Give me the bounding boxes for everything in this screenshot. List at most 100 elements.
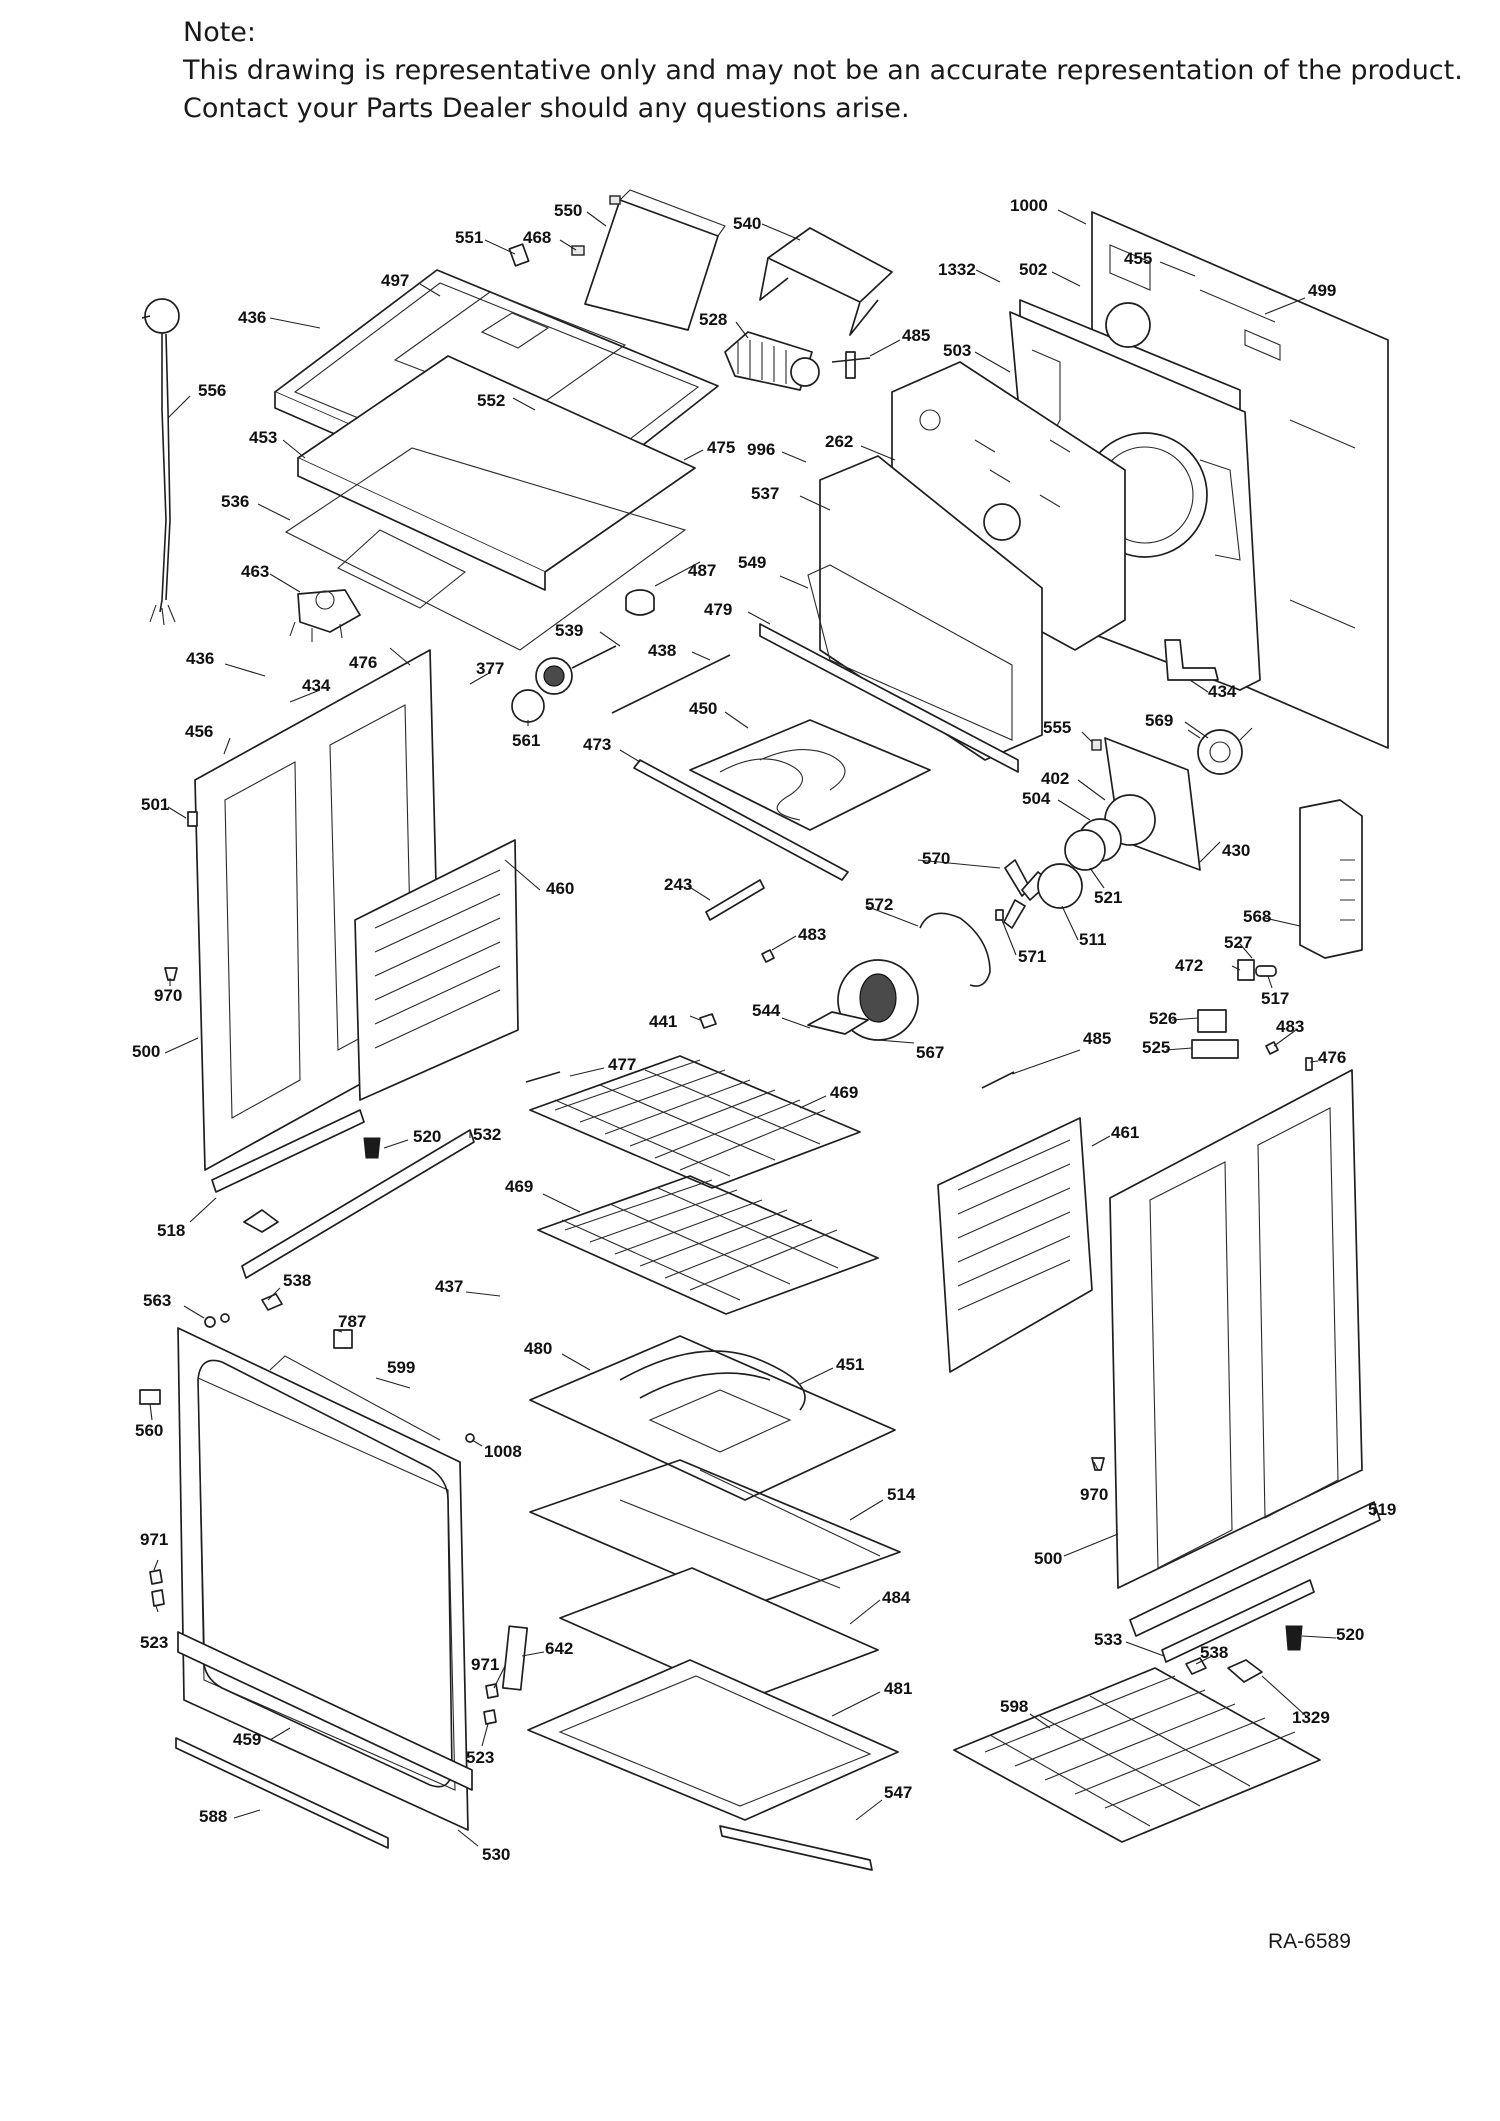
- callout-514: 514: [887, 1485, 916, 1504]
- part-787-clip: [333, 1329, 353, 1349]
- note-heading: Note:: [183, 17, 257, 48]
- part-511-cover: [1037, 863, 1083, 909]
- callout-455: 455: [1124, 249, 1152, 268]
- callout-476-right: 476: [1318, 1048, 1346, 1067]
- callout-485-top: 485: [902, 326, 930, 345]
- callout-538-right: 538: [1200, 1643, 1228, 1662]
- part-555-clip: [1091, 739, 1102, 751]
- callout-520-right: 520: [1336, 1625, 1364, 1644]
- part-drawings: [139, 189, 1389, 1871]
- callout-599: 599: [387, 1358, 415, 1377]
- callout-519: 519: [1368, 1500, 1396, 1519]
- part-441-stop: [699, 1013, 717, 1029]
- callout-526: 526: [1149, 1009, 1177, 1028]
- callout-485-right: 485: [1083, 1029, 1111, 1048]
- part-519-trim-right: [1129, 1501, 1381, 1637]
- part-469-rack-lower: [537, 1175, 879, 1315]
- callout-537: 537: [751, 484, 779, 503]
- part-568-cover: [1299, 799, 1363, 959]
- callout-483-mid: 483: [798, 925, 826, 944]
- callout-525: 525: [1142, 1038, 1170, 1057]
- callout-262: 262: [825, 432, 853, 451]
- callout-475: 475: [707, 438, 735, 457]
- callout-469-upper: 469: [830, 1083, 858, 1102]
- part-521-cover: [1064, 829, 1106, 871]
- callout-502: 502: [1019, 260, 1047, 279]
- callout-476-left: 476: [349, 653, 377, 672]
- part-520-glide-right: [1285, 1625, 1303, 1651]
- callout-572: 572: [865, 895, 893, 914]
- part-551-bracket: [508, 243, 530, 267]
- callout-555: 555: [1043, 718, 1071, 737]
- part-525-block: [1191, 1039, 1239, 1059]
- callout-labels: 1000 550 551 468 540 1332 502 455 499 49…: [132, 196, 1396, 1864]
- part-532-trim-left: [241, 1129, 475, 1279]
- part-550-duct: [584, 189, 726, 331]
- callout-971-door: 971: [140, 1530, 168, 1549]
- callout-243: 243: [664, 875, 692, 894]
- callout-560: 560: [135, 1421, 163, 1440]
- callout-501: 501: [141, 795, 169, 814]
- part-543-bracket: [1164, 639, 1219, 681]
- callout-469-lower: 469: [505, 1177, 533, 1196]
- part-461-rack-support-right: [937, 1117, 1093, 1373]
- leader-lines: [149, 209, 1375, 1847]
- part-540-bracket: [759, 227, 893, 336]
- part-479-rail: [759, 623, 1019, 773]
- part-523-clip-door: [151, 1589, 165, 1607]
- part-560-hinge-pin: [139, 1389, 161, 1405]
- part-549-heat-shield: [807, 564, 1013, 741]
- part-528-blower: [724, 331, 820, 391]
- part-518-vent: [211, 1109, 365, 1193]
- callout-563: 563: [143, 1291, 171, 1310]
- part-485-receptacle: [981, 1071, 1015, 1089]
- part-243-element: [705, 879, 765, 921]
- part-539-fan-motor: [535, 645, 617, 695]
- callout-434: 434: [302, 676, 331, 695]
- part-517-resistor: [1255, 965, 1277, 977]
- callout-521: 521: [1094, 888, 1122, 907]
- callout-1329: 1329: [1292, 1708, 1330, 1727]
- callout-480: 480: [524, 1339, 552, 1358]
- callout-487: 463: [241, 562, 269, 581]
- part-460-rack-support-left: [354, 839, 519, 1101]
- callout-971-hinge: 971: [471, 1655, 499, 1674]
- callout-453: 453: [249, 428, 277, 447]
- callout-436-mid: 436: [186, 649, 214, 668]
- callout-484: 484: [882, 1588, 911, 1607]
- callout-570: 570: [922, 849, 950, 868]
- callout-642: 642: [545, 1639, 573, 1658]
- callout-536: 536: [221, 492, 249, 511]
- part-1329-foot: [1227, 1659, 1263, 1683]
- callout-497: 497: [381, 271, 409, 290]
- part-971-screw-door: [149, 1569, 163, 1585]
- part-571-clip: [995, 909, 1004, 921]
- part-453-insulation: [297, 355, 696, 591]
- callout-456: 456: [185, 722, 213, 741]
- part-970-screw-right: [1091, 1457, 1105, 1471]
- callout-1008: 1008: [484, 1442, 522, 1461]
- part-476-clip-right: [1305, 1057, 1313, 1071]
- callout-460: 460: [546, 879, 574, 898]
- callout-528: 528: [699, 310, 727, 329]
- callout-479: 479: [704, 600, 732, 619]
- callout-552: 552: [477, 391, 505, 410]
- callout-499: 499: [1308, 281, 1336, 300]
- callout-550: 550: [554, 201, 582, 220]
- callout-377: 377: [476, 659, 504, 678]
- callout-468: 468: [523, 228, 551, 247]
- callout-787: 787: [338, 1312, 366, 1331]
- part-544-bracket: [807, 1011, 869, 1035]
- callout-503: 503: [943, 341, 971, 360]
- callout-511: 511: [1079, 930, 1106, 949]
- callout-430: 430: [1222, 841, 1250, 860]
- callout-477: 477: [608, 1055, 636, 1074]
- part-598-slide-rack: [953, 1667, 1321, 1843]
- part-569-motor: [1187, 727, 1253, 775]
- part-450-bake-element: [689, 719, 931, 831]
- part-970-screw-left: [164, 967, 178, 981]
- part-561-gasket: [511, 689, 545, 723]
- callout-1000: 1000: [1010, 196, 1048, 215]
- callout-970-left: 970: [154, 986, 182, 1005]
